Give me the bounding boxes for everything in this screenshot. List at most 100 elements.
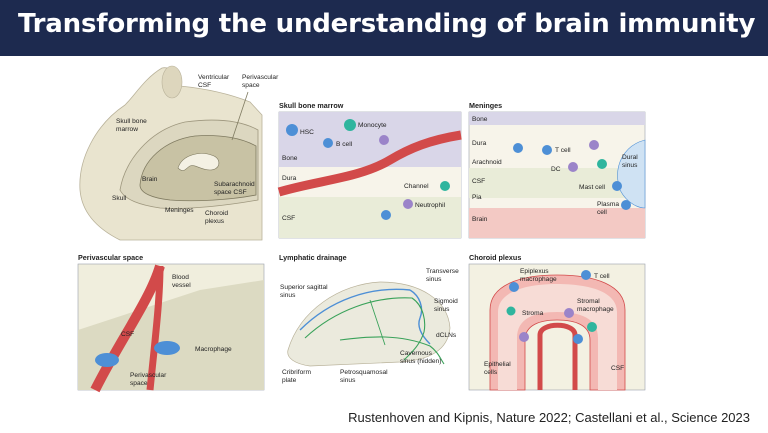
stromal-macrophage [564, 308, 574, 318]
panel-perivascular-space: Perivascular space Blood vessel CSF Macr… [77, 253, 265, 393]
b-cell [323, 138, 333, 148]
bone-channel-vessel [277, 130, 462, 197]
label-dura-meninges: Dura [472, 140, 487, 147]
purple-cell [379, 135, 389, 145]
transverse-sinus [409, 289, 423, 319]
label-b-cell: B cell [336, 141, 353, 148]
blood-vessel-branch [146, 265, 164, 391]
label-channel: Channel [404, 183, 429, 190]
perivascular-line [231, 91, 249, 141]
brain-outline [139, 135, 257, 202]
label-blood-vessel: Blood vessel [172, 274, 191, 289]
blue-cell [513, 143, 523, 153]
lymphatic-vessel-3 [369, 299, 386, 346]
label-t-cell-choroid: T cell [594, 273, 610, 280]
label-skull-bone-marrow-overview: Skull bone marrow [116, 118, 149, 133]
label-csf-perivascular: CSF [121, 331, 134, 338]
mouse-ear [161, 65, 183, 99]
label-pia: Pia [472, 194, 482, 201]
label-brain-meninges: Brain [472, 216, 488, 223]
label-sigmoid-sinus: Sigmoid sinus [434, 298, 460, 313]
label-skull: Skull [112, 195, 127, 202]
label-perivascular-space: Perivascular space [130, 372, 168, 387]
label-bone-meninges: Bone [472, 116, 488, 123]
panel-skull-bone-marrow: Skull bone marrow HSC Monocyte B cell Bo… [277, 101, 462, 239]
label-dura-sbm: Dura [282, 175, 297, 182]
label-plasma-cell: Plasma cell [597, 201, 621, 216]
title-bar: Transforming the understanding of brain … [0, 0, 768, 56]
dc-cell [568, 162, 578, 172]
panel-choroid-plexus: Choroid plexus Epiplexus macrophage T ce… [468, 253, 646, 391]
label-stroma: Stroma [522, 310, 544, 317]
label-csf-meninges: CSF [472, 178, 485, 185]
label-csf-choroid: CSF [611, 365, 624, 372]
label-epiplexus-macrophage: Epiplexus macrophage [520, 268, 557, 283]
label-arachnoid: Arachnoid [472, 159, 502, 166]
overview-mouse-head: Ventricular CSF Perivascular space Skull… [79, 65, 280, 241]
csf-layer [279, 197, 461, 238]
label-neutrophil: Neutrophil [415, 202, 446, 209]
lymphatic-vessel-1 [304, 297, 426, 361]
label-transverse-sinus: Transverse sinus [426, 268, 461, 283]
macrophage-cell-1 [95, 353, 119, 367]
vessel-loop [537, 322, 578, 390]
panel-title-skull-bone-marrow: Skull bone marrow [279, 101, 344, 110]
label-superior-sagittal-sinus: Superior sagittal sinus [280, 284, 330, 299]
stroma-cell [506, 306, 516, 316]
blood-vessel-main [90, 264, 165, 393]
label-dural-sinus: Dural sinus [622, 154, 640, 169]
mast-cell [612, 181, 622, 191]
panel-meninges: Meninges Bone Dura T cell Arachnoid DC D… [468, 101, 646, 239]
label-hsc: HSC [300, 129, 314, 136]
epiplexus-macrophage [509, 282, 519, 292]
hsc-cell [286, 124, 298, 136]
panel-title-lymphatic-drainage: Lymphatic drainage [279, 253, 347, 262]
lymphatic-vessel-2 [339, 336, 445, 365]
purple-stroma-cell [519, 332, 529, 342]
panel-title-perivascular-space: Perivascular space [78, 253, 143, 262]
label-petrosquamosal-sinus: Petrosquamosal sinus [340, 369, 390, 384]
label-meninges-overview: Meninges [165, 207, 194, 214]
label-mast-cell: Mast cell [579, 184, 606, 191]
label-bone-sbm: Bone [282, 155, 298, 162]
label-macrophage: Macrophage [195, 346, 232, 353]
label-perivascular-space-overview: Perivascular space [242, 74, 280, 89]
label-ventricular-csf: Ventricular CSF [198, 74, 231, 89]
label-epithelial-cells: Epithelial cells [484, 361, 513, 376]
t-cell-choroid [581, 270, 591, 280]
brain-immunity-figure: Ventricular CSF Perivascular space Skull… [77, 65, 646, 393]
label-subarachnoid-csf: Subarachnoid space CSF [214, 181, 257, 196]
csf-region [78, 280, 264, 390]
monocyte-cell [344, 119, 356, 131]
panel-title-choroid-plexus: Choroid plexus [469, 253, 521, 262]
label-cavernous-sinus: Cavernous sinus (hidden) [400, 350, 441, 365]
citation: Rustenhoven and Kipnis, Nature 2022; Cas… [348, 410, 750, 425]
blue-stroma-cell [573, 334, 583, 344]
plasma-cell [621, 200, 631, 210]
label-dclns: dCLNs [436, 332, 457, 339]
label-dc: DC [551, 166, 561, 173]
csf-blue-cell [381, 210, 391, 220]
channel-cell [440, 181, 450, 191]
label-cribriform-plate: Cribriform plate [282, 369, 313, 384]
label-csf-sbm: CSF [282, 215, 295, 222]
stroma-layer [498, 284, 617, 390]
purple-cell [589, 140, 599, 150]
label-monocyte: Monocyte [358, 122, 387, 129]
label-brain-overview: Brain [142, 176, 158, 183]
label-stromal-macrophage: Stromal macrophage [577, 298, 614, 313]
t-cell-meninges [542, 145, 552, 155]
teal-cell [597, 159, 607, 169]
skull-silhouette [287, 281, 451, 367]
superior-sagittal-sinus [299, 288, 411, 331]
neutrophil-cell [403, 199, 413, 209]
ventricle [177, 153, 220, 171]
panel-title-meninges: Meninges [469, 101, 502, 110]
brain-layer [469, 208, 645, 238]
macrophage-cell-2 [154, 341, 180, 355]
slide-title: Transforming the understanding of brain … [18, 9, 756, 39]
panel-lymphatic-drainage: Lymphatic drainage Transverse sinus Supe… [279, 253, 461, 390]
label-choroid-plexus-overview: Choroid plexus [205, 210, 230, 225]
sigmoid-sinus [418, 317, 431, 345]
label-t-cell-meninges: T cell [555, 147, 571, 154]
